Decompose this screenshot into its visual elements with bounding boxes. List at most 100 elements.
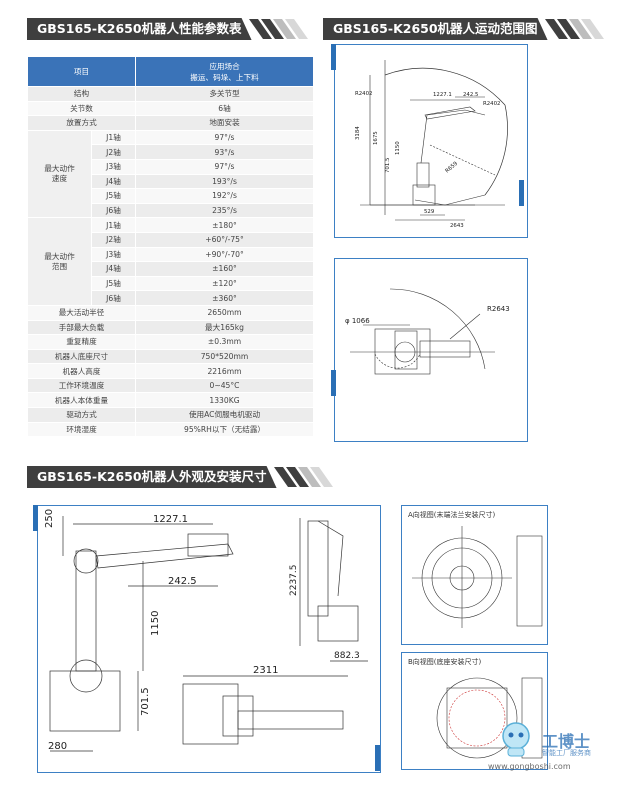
row-label: 重复精度 [27,334,136,350]
watermark-name: 工博士 [542,732,591,751]
row-value: 最大165kg [135,319,314,336]
table-row: J6轴±360° [28,290,314,306]
dim-label: 2643 [450,223,464,229]
frame-tag [331,370,336,396]
dim-label: 280 [48,741,67,752]
axis-value: +60°/-75° [135,231,314,248]
axis-label: J5轴 [91,188,136,204]
table-row: J3轴+90°/-70° [28,246,314,263]
axis-value: 97°/s [135,129,314,146]
row-label: 机器人本体重量 [27,392,136,409]
header-stripes [544,19,604,39]
axis-value: 193°/s [135,173,314,190]
axis-label: J4轴 [91,261,136,277]
row-label: 放置方式 [27,115,136,131]
row-label: 关节数 [27,100,136,117]
range-plan-view-drawing: φ 1066 R2643 [345,288,510,375]
dim-label: R2402 [483,101,500,107]
specs-section-header: GBS165-K2650机器人性能参数表 [27,18,308,40]
watermark-url: www.gongboshi.com [488,762,571,771]
range-section-header: GBS165-K2650机器人运动范围图 [323,18,604,40]
table-row: 放置方式地面安装 [27,115,314,131]
range-group-label: 最大动作范围 [27,217,92,306]
dim-label: R659 [444,161,459,175]
axis-label: J6轴 [91,202,136,219]
frame-tag [331,44,336,70]
axis-label: J1轴 [91,217,136,233]
row-value: 多关节型 [135,86,314,102]
range-plan-view-frame: φ 1066 R2643 [334,258,528,442]
dim-label: R2643 [487,305,510,313]
row-label: 结构 [27,86,136,102]
header-stripes [273,467,333,487]
row-value: 地面安装 [135,115,314,131]
axis-value: 192°/s [135,188,314,204]
watermark-slogan: 智能工厂服务商 [542,749,591,757]
view-a-drawing [412,526,543,628]
specs-title: GBS165-K2650机器人性能参数表 [27,18,252,40]
axis-value: 97°/s [135,158,314,175]
table-row: 驱动方式使用AC伺服电机驱动 [27,407,314,423]
robot-mascot-icon [502,722,530,757]
table-row: 结构多关节型 [27,86,314,102]
speed-group-label: 最大动作速度 [27,129,92,219]
axis-value: 235°/s [135,202,314,219]
dim-label: 701.5 [385,158,391,173]
outline-section-header: GBS165-K2650机器人外观及安装尺寸 [27,466,333,488]
table-row: J4轴±160° [28,261,314,277]
dim-label: 2311 [253,665,278,676]
outline-frame: 250 1227.1 242.5 1150 701.5 280 2237.5 8… [37,505,381,773]
dim-label: 3184 [355,126,361,140]
row-value: 使用AC伺服电机驱动 [135,407,314,423]
frame-tag [375,745,380,771]
view-b-drawing [436,677,543,759]
table-row: 手部最大负载最大165kg [27,319,314,336]
dim-label: 882.3 [334,651,360,661]
axis-value: ±160° [135,261,314,277]
axis-label: J5轴 [91,275,136,292]
dim-label: 250 [44,509,55,528]
dim-label: 242.5 [168,576,197,587]
row-label: 驱动方式 [27,407,136,423]
watermark: 工博士 智能工厂服务商 www.gongboshi.com [488,712,616,772]
header-stripes [248,19,308,39]
row-label: 最大活动半径 [27,304,136,321]
table-row: 重复精度±0.3mm [27,334,314,350]
outline-title: GBS165-K2650机器人外观及安装尺寸 [27,466,277,488]
axis-value: ±180° [135,217,314,233]
row-value: 750*520mm [135,348,314,365]
dim-label: 529 [424,209,435,215]
axis-label: J6轴 [91,290,136,306]
row-label: 手部最大负载 [27,319,136,336]
row-label: 机器人底座尺寸 [27,348,136,365]
axis-value: ±120° [135,275,314,292]
row-value: 1330KG [135,392,314,409]
row-value: 0~45°C [135,377,314,394]
range-side-view-drawing: R2402 1227.1 242.5 R2402 3184 1675 701.5… [355,60,508,229]
head-item: 项目 [27,56,136,87]
row-label: 机器人高度 [27,363,136,379]
row-value: 2650mm [135,304,314,321]
axis-label: J3轴 [91,246,136,263]
dim-label: φ 1066 [345,317,370,325]
row-value: 95%RH以下（无结露） [135,421,314,438]
axis-value: ±360° [135,290,314,306]
outline-drawing: 250 1227.1 242.5 1150 701.5 280 2237.5 8… [44,509,368,752]
axis-value: +90°/-70° [135,246,314,263]
range-side-view-frame: R2402 1227.1 242.5 R2402 3184 1675 701.5… [334,44,528,238]
frame-tag [33,505,38,531]
range-title: GBS165-K2650机器人运动范围图 [323,18,548,40]
dim-label: 1675 [373,131,379,145]
axis-label: J3轴 [91,158,136,175]
